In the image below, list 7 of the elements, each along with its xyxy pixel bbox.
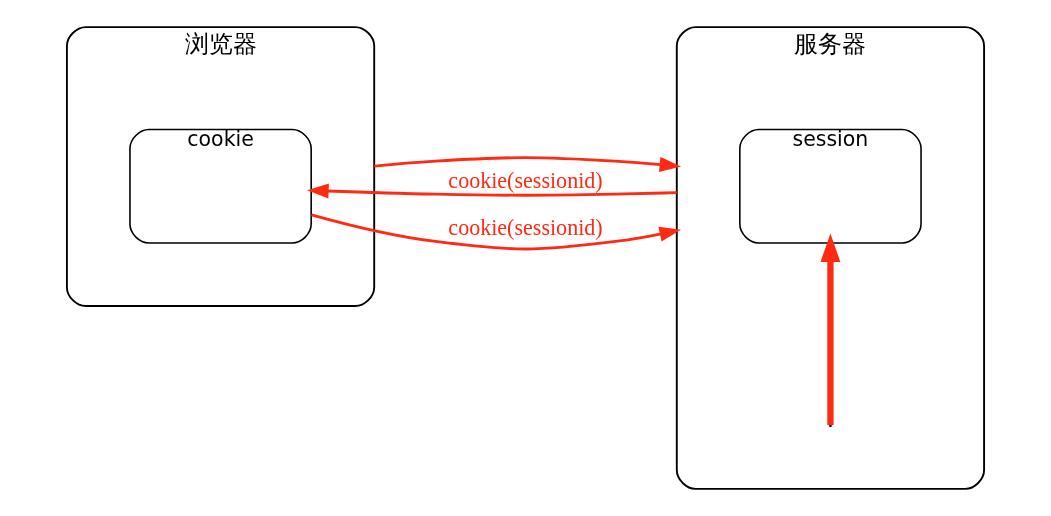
edge-label: cookie(sessionid) — [448, 215, 603, 241]
arrow — [374, 156, 682, 172]
edge-label: cookie(sessionid) — [448, 168, 603, 194]
node-box: session — [739, 128, 922, 244]
arrow — [307, 183, 677, 199]
node-box: cookie — [129, 128, 312, 244]
arrow — [311, 213, 681, 251]
